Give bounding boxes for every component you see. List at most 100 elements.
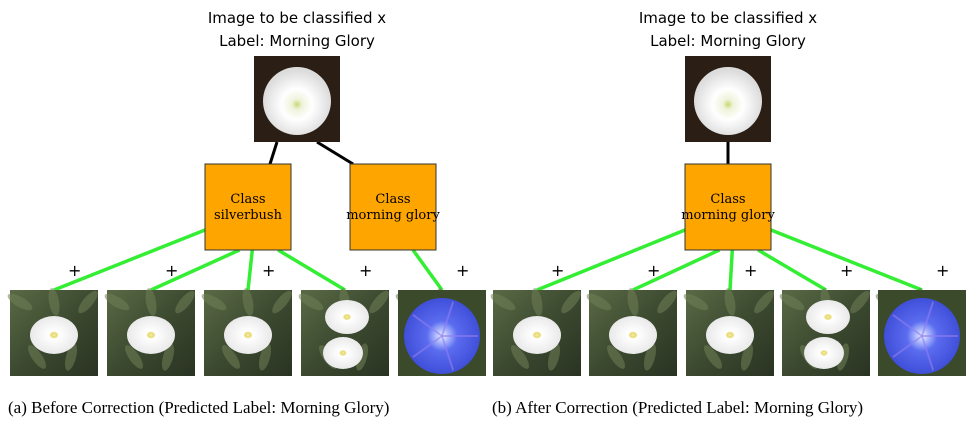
positive-sign: + (936, 261, 949, 280)
positive-sign: + (359, 261, 372, 280)
leaf-shape (48, 288, 60, 316)
prototype-image (490, 288, 581, 376)
leaf-shape (124, 345, 144, 369)
leaf-shape (490, 293, 516, 311)
positive-sign: + (262, 261, 275, 280)
class-node-title: Class (375, 192, 410, 207)
white-flower (609, 316, 657, 354)
prototype-image (875, 288, 966, 376)
petal-vein (441, 335, 455, 371)
positive-edge (536, 228, 686, 292)
leaf-shape (850, 290, 870, 314)
leaf-shape (779, 293, 805, 311)
query-label: Label: Morning Glory (219, 32, 375, 50)
leaf-shape (27, 345, 47, 369)
prototype-image (298, 288, 389, 376)
leaf-shape (510, 345, 530, 369)
query-title: Image to be classified x (208, 9, 386, 27)
query-to-node-edge (316, 140, 354, 166)
leaf-shape (724, 288, 736, 316)
class-node-box (349, 163, 437, 251)
positive-sign: + (165, 261, 178, 280)
prototype-image (7, 288, 98, 376)
positive-edge (757, 248, 827, 292)
prototype-image (201, 288, 292, 376)
positive-edge (728, 249, 735, 291)
positive-sign: + (647, 261, 660, 280)
white-flower (323, 337, 363, 369)
leaf-shape (7, 293, 33, 311)
white-flower (513, 316, 561, 354)
positive-edge (246, 249, 255, 291)
white-flower (706, 316, 754, 354)
leaf-shape (740, 343, 754, 371)
leaf-shape (369, 290, 389, 314)
leaf-shape (586, 293, 612, 311)
white-flower (694, 67, 762, 135)
positive-edge (53, 228, 206, 292)
leaf-shape (643, 343, 657, 371)
prototype-image (395, 288, 486, 376)
positive-sign: + (551, 261, 564, 280)
petal-vein (892, 314, 923, 337)
leaf-shape (161, 343, 175, 371)
white-flower (325, 300, 369, 334)
class-node-name: morning glory (346, 208, 440, 223)
class-node-box (204, 163, 292, 251)
prototype-image (683, 288, 774, 376)
petal-vein (921, 335, 935, 371)
positive-edge (770, 228, 923, 292)
leaf-shape (547, 343, 561, 371)
query-label: Label: Morning Glory (650, 32, 806, 50)
petal-vein (892, 335, 923, 358)
positive-edge (150, 248, 241, 292)
petal-vein (921, 301, 935, 337)
leaf-shape (606, 345, 626, 369)
prototype-image (779, 288, 870, 376)
query-title: Image to be classified x (639, 9, 817, 27)
caption-before-correction: (a) Before Correction (Predicted Label: … (8, 398, 390, 417)
class-node-name: morning glory (681, 208, 775, 223)
petal-vein (412, 335, 443, 358)
leaf-shape (657, 290, 677, 314)
leaf-shape (221, 345, 241, 369)
positive-sign: + (840, 261, 853, 280)
query-image (254, 56, 340, 142)
leaf-shape (531, 288, 543, 316)
leaf-shape (175, 290, 195, 314)
positive-edge (411, 248, 444, 292)
leaf-shape (272, 290, 292, 314)
leaf-shape (703, 345, 723, 369)
positive-sign: + (68, 261, 81, 280)
positive-sign: + (744, 261, 757, 280)
caption-after-correction: (b) After Correction (Predicted Label: M… (492, 398, 864, 417)
leaf-shape (242, 288, 254, 316)
petal-vein (412, 314, 443, 337)
positive-edge (277, 248, 346, 292)
leaf-shape (64, 343, 78, 371)
leaf-shape (201, 293, 227, 311)
class-node-box (684, 163, 772, 251)
prototype-image (104, 288, 195, 376)
query-to-node-edge (268, 141, 279, 165)
leaf-shape (145, 288, 157, 316)
leaf-shape (78, 290, 98, 314)
leaf-shape (683, 293, 709, 311)
leaf-shape (754, 290, 774, 314)
panel-before: Image to be classified x Label: Morning G… (7, 9, 486, 376)
panel-after: Image to be classified x Label: Morning G… (490, 9, 966, 376)
leaf-shape (258, 343, 272, 371)
class-node-title: Class (230, 192, 265, 207)
class-node-name: silverbush (214, 208, 283, 223)
leaf-shape (627, 288, 639, 316)
positive-sign: + (456, 261, 469, 280)
white-flower (804, 337, 844, 369)
white-flower (30, 316, 78, 354)
white-flower (224, 316, 272, 354)
petal-vein (441, 301, 455, 337)
positive-edge (632, 248, 721, 292)
